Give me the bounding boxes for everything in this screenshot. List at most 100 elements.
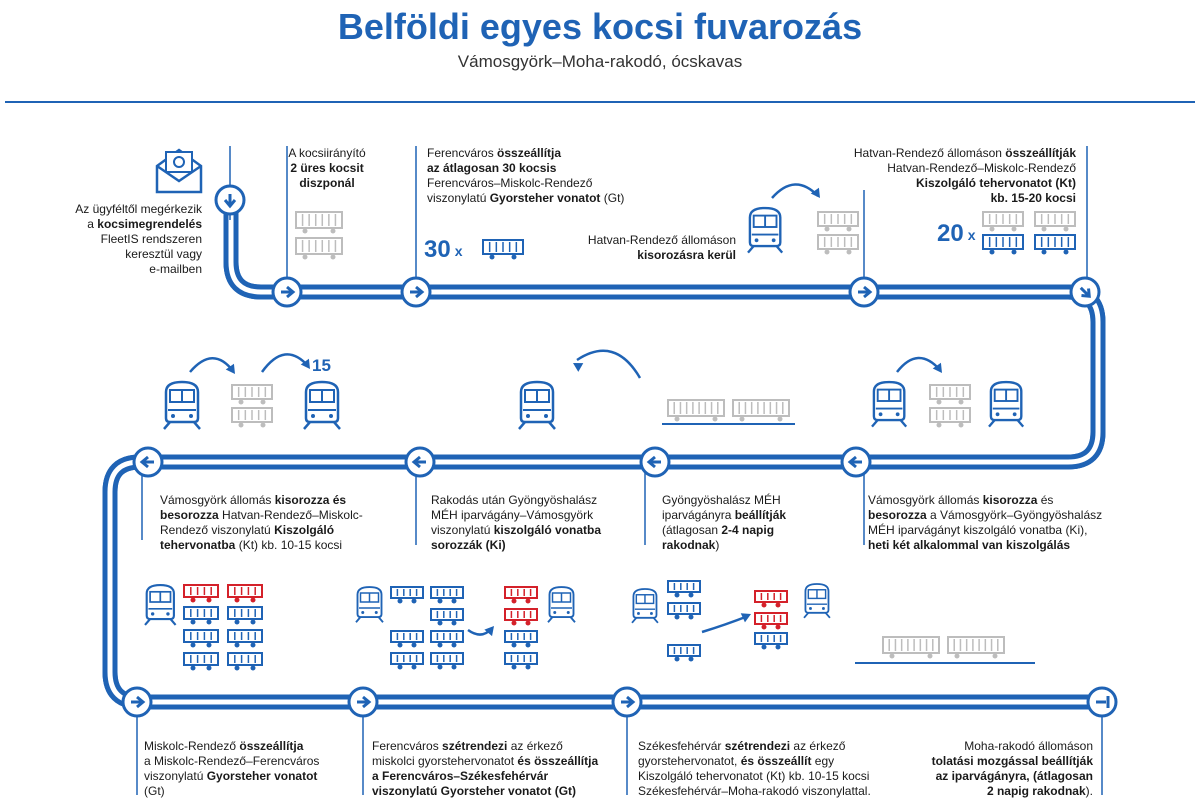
step-text-fragment: 2 napig rakodnak	[986, 784, 1086, 798]
step-text-fragment: heti két alkalommal van kiszolgálás	[868, 538, 1071, 552]
curved-arrow-icon	[896, 356, 942, 373]
locomotive-icon	[355, 586, 384, 623]
step-line: tolatási mozgással beállítják	[880, 754, 1093, 769]
direction-arrow-icon	[611, 686, 643, 718]
wagon-icon	[504, 608, 538, 626]
step-line: Vámosgyörk állomás kisorozza és	[160, 493, 400, 508]
step-text-fragment: egy	[811, 754, 835, 768]
step-text-fragment: szétrendezi	[724, 739, 791, 753]
direction-arrow-icon	[1086, 686, 1118, 718]
curved-arrow-icon	[771, 183, 820, 199]
step-line: Hatvan-Rendező állomáson	[540, 233, 736, 248]
step-text-fragment: tehervonatba	[160, 538, 236, 552]
step-text-fragment: a Vámosgyörk–Gyöngyöshalász	[926, 508, 1103, 522]
step-text-fragment: viszonylatú Gyorsteher vonatot (Gt)	[372, 784, 577, 798]
wagon-icon	[430, 652, 464, 670]
step-text-fragment: a Miskolc-Rendező–Ferencváros	[144, 754, 320, 768]
step-text-fragment: és	[1037, 493, 1054, 507]
step-text-fragment: Székesfehérvár	[638, 739, 725, 753]
track-gap	[107, 196, 1102, 705]
step-line: Ferencváros összeállítja	[427, 146, 667, 161]
step-line: Kiszolgáló tehervonatot (Kt) kb. 10-15 k…	[638, 769, 898, 784]
step-line: miskolci gyorstehervonatot és összeállít…	[372, 754, 622, 769]
step-line: A kocsiirányító	[268, 146, 386, 161]
step-text-fragment: kocsimegrendelés	[97, 217, 202, 231]
step-line: e-mailben	[30, 262, 202, 277]
step-text-fragment: (Gt)	[144, 784, 165, 798]
wagon-icon	[947, 636, 1005, 659]
direction-arrow-icon	[400, 276, 432, 308]
direction-arrow-icon	[1069, 276, 1101, 308]
step-text-fragment: a Ferencváros–Székesfehérvár	[372, 769, 549, 783]
step-line: a Miskolc-Rendező–Ferencváros	[144, 754, 344, 769]
step-text-fragment: beállítják	[734, 508, 787, 522]
step-line: MÉH iparvágányt kiszolgáló vonatba (Ki),	[868, 523, 1128, 538]
step-line: Kiszolgáló tehervonatot (Kt)	[830, 176, 1076, 191]
step-text-fragment: A kocsiirányító	[288, 146, 366, 160]
step-text-fragment: Az ügyféltől megérkezik	[75, 202, 202, 216]
wagon-icon	[1034, 211, 1076, 232]
step-line: FleetIS rendszeren	[30, 232, 202, 247]
title-divider	[5, 101, 1195, 103]
railway-track	[102, 187, 1113, 710]
wagon-icon	[183, 629, 219, 648]
step-line: keresztül vagy	[30, 247, 202, 262]
step-text-fragment: besorozza	[868, 508, 927, 522]
wagon-icon	[183, 652, 219, 671]
wagon-icon	[982, 234, 1024, 255]
step-text-fragment: )	[715, 538, 720, 552]
step-line: rakodnak)	[662, 538, 832, 553]
step-text-fragment: Ferencváros–Miskolc-Rendező	[427, 176, 593, 190]
step-text-fragment: az átlagosan 30 kocsis	[427, 161, 557, 175]
wagon-icon	[817, 234, 859, 255]
wagon-icon	[754, 612, 788, 630]
step-line: kb. 15-20 kocsi	[830, 191, 1076, 206]
step-text-fragment: Hatvan-Rendező állomáson	[587, 233, 736, 247]
curved-arrow-icon	[189, 357, 235, 374]
wagon-icon	[227, 606, 263, 625]
step-text-fragment: 2-4 napig	[721, 523, 775, 537]
direction-arrow-icon	[347, 686, 379, 718]
step-text-fragment: a	[87, 217, 98, 231]
wagon-icon	[231, 407, 273, 428]
wagon-icon	[754, 590, 788, 608]
step-line: az iparvágányra, (átlagosan	[880, 769, 1093, 784]
curved-arrow-icon	[701, 613, 751, 634]
step-text-fragment: szétrendezi	[442, 739, 508, 753]
wagon-icon	[390, 586, 424, 604]
wagon-icon	[430, 586, 464, 604]
locomotive-icon	[988, 380, 1025, 428]
step-text-fragment: Gyorsteher vonatot	[489, 191, 601, 205]
step-line: 2 üres kocsit	[268, 161, 386, 176]
direction-arrow-icon	[214, 184, 246, 216]
step-text-fragment: MÉH iparvágány–Vámosgyörk	[431, 508, 594, 522]
step-line: Székesfehérvár szétrendezi az érkező	[638, 739, 898, 754]
step-line: Hatvan-Rendező állomáson összeállítják	[830, 146, 1076, 161]
direction-arrow-icon	[639, 446, 671, 478]
locomotive-icon	[144, 583, 177, 626]
locomotive-icon	[547, 586, 576, 623]
step-text-fragment: kisorozza és	[274, 493, 347, 507]
step-text-fragment: iparvágányra	[662, 508, 735, 522]
step-text-fragment: Kiszolgáló tehervonatot (Kt) kb. 10-15 k…	[638, 769, 870, 783]
wagon-icon	[390, 630, 424, 648]
step-line: viszonylatú Gyorsteher vonatot (Gt)	[372, 784, 622, 799]
step-text-fragment: Moha-rakodó állomáson	[964, 739, 1093, 753]
step-line: besorozza a Vámosgyörk–Gyöngyöshalász	[868, 508, 1128, 523]
wagon-icon	[667, 644, 701, 662]
step-line: heti két alkalommal van kiszolgálás	[868, 538, 1128, 553]
step-text-fragment: Ferencváros	[427, 146, 498, 160]
step-text-fragment: besorozza	[160, 508, 219, 522]
direction-arrow-icon	[840, 446, 872, 478]
locomotive-icon	[518, 380, 556, 430]
wagon-icon	[295, 237, 343, 260]
